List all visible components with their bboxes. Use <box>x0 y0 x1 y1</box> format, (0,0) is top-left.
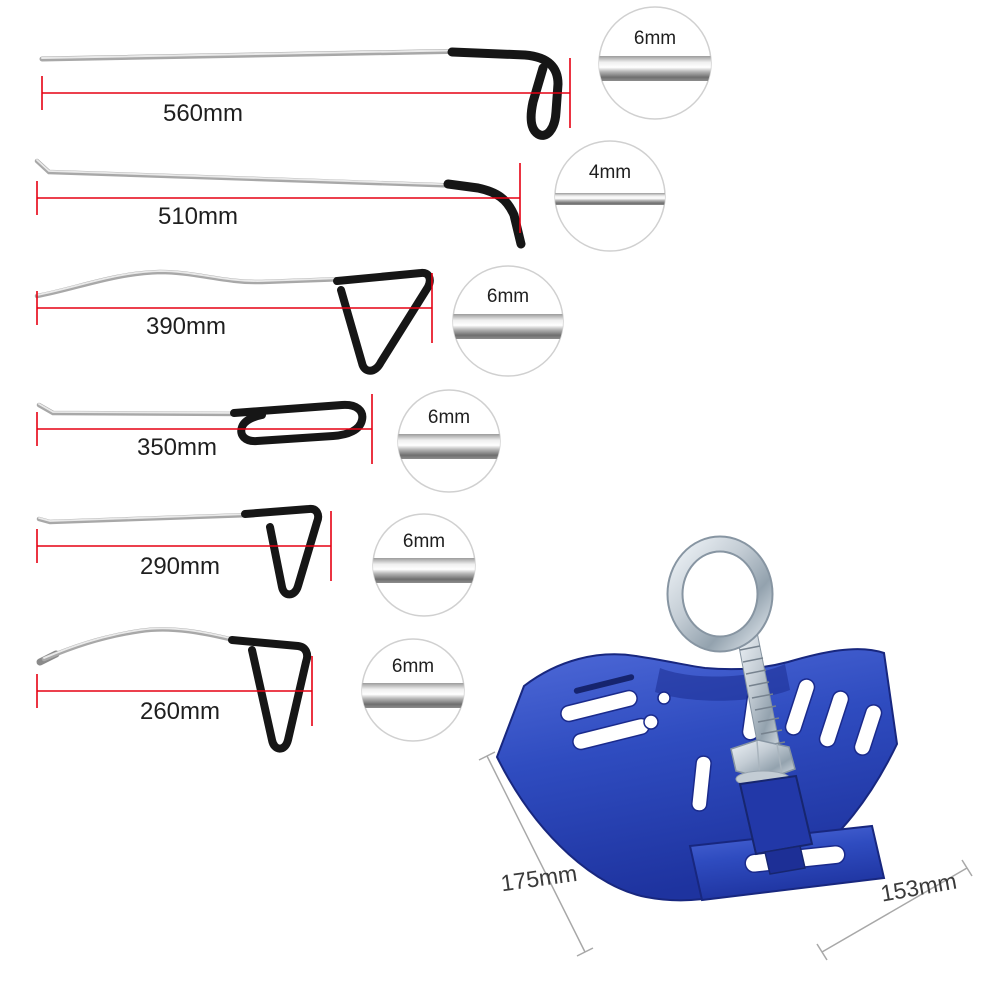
length-label: 390mm <box>146 313 226 340</box>
rod-shaft-highlight <box>38 403 243 414</box>
diameter-label: 6mm <box>392 656 434 677</box>
length-label: 260mm <box>140 698 220 725</box>
puller-dimension-width <box>478 751 594 957</box>
length-label: 510mm <box>158 203 238 230</box>
diameter-inset-260: 6mm <box>361 638 465 742</box>
puller-clamp-foot <box>764 845 806 875</box>
diameter-inset-510: 4mm <box>554 140 666 252</box>
puller-slot <box>853 704 883 756</box>
rod-cross-section <box>599 56 711 81</box>
puller-dimension-depth <box>816 859 973 961</box>
diameter-label: 6mm <box>634 28 676 49</box>
rod-handle <box>333 268 434 375</box>
rod-510mm-figure: 510mm <box>34 158 526 249</box>
rod-cross-section <box>362 683 464 708</box>
rod-350mm-figure: 350mm <box>36 394 373 464</box>
rod-shaft-highlight <box>43 627 239 659</box>
rod-390mm-figure: 390mm <box>34 268 434 375</box>
rod-shaft-highlight <box>38 513 251 522</box>
length-label: 290mm <box>140 553 220 580</box>
puller-slot <box>691 755 712 812</box>
rod-handle <box>447 47 563 140</box>
rod-handle <box>443 179 526 249</box>
eye-bolt-ring <box>668 537 772 651</box>
dimension-line-510 <box>36 163 521 233</box>
puller-depth-label: 153mm <box>879 868 959 907</box>
length-label: 560mm <box>163 100 243 127</box>
puller-hole <box>643 714 659 730</box>
rod-260mm-figure: 260mm <box>36 627 313 753</box>
rod-shaft-highlight <box>36 270 346 296</box>
diameter-label: 6mm <box>403 531 445 552</box>
dimension-line-290 <box>36 511 332 581</box>
diameter-inset-560: 6mm <box>598 6 712 120</box>
diameter-label: 6mm <box>428 407 470 428</box>
rod-560mm-figure: 560mm <box>39 47 571 140</box>
rod-cross-section <box>398 434 500 459</box>
puller-slot <box>573 674 635 694</box>
diameter-label: 6mm <box>487 286 529 307</box>
dimension-line-260 <box>36 656 313 726</box>
puller-width-label: 175mm <box>499 860 579 896</box>
dimension-line-350 <box>36 394 373 464</box>
rod-handle <box>230 400 367 446</box>
diameter-inset-290: 6mm <box>372 513 476 617</box>
diameter-inset-350: 6mm <box>397 389 501 493</box>
puller-slot <box>818 690 850 748</box>
hex-nut <box>730 739 796 780</box>
rod-handle <box>241 504 323 599</box>
rod-handle <box>228 636 312 753</box>
dent-puller-figure: 175mm 153mm <box>478 535 973 961</box>
rod-cross-section <box>555 193 665 205</box>
length-label: 350mm <box>137 434 217 461</box>
dimension-line-560 <box>41 58 571 128</box>
rod-shaft-highlight <box>41 49 473 59</box>
rod-shaft <box>36 512 253 525</box>
dimension-line-390 <box>36 273 433 343</box>
rod-shaft-highlight <box>36 159 466 186</box>
rod-shaft <box>34 269 348 299</box>
puller-hole <box>657 691 671 705</box>
rod-cross-section <box>453 314 563 339</box>
diameter-label: 4mm <box>589 162 631 183</box>
puller-slot <box>784 678 816 736</box>
diameter-inset-390: 6mm <box>452 265 564 377</box>
rod-cross-section <box>373 558 475 583</box>
rod-290mm-figure: 290mm <box>36 504 332 599</box>
puller-clamp-block <box>738 774 814 856</box>
puller-slot <box>560 689 638 723</box>
